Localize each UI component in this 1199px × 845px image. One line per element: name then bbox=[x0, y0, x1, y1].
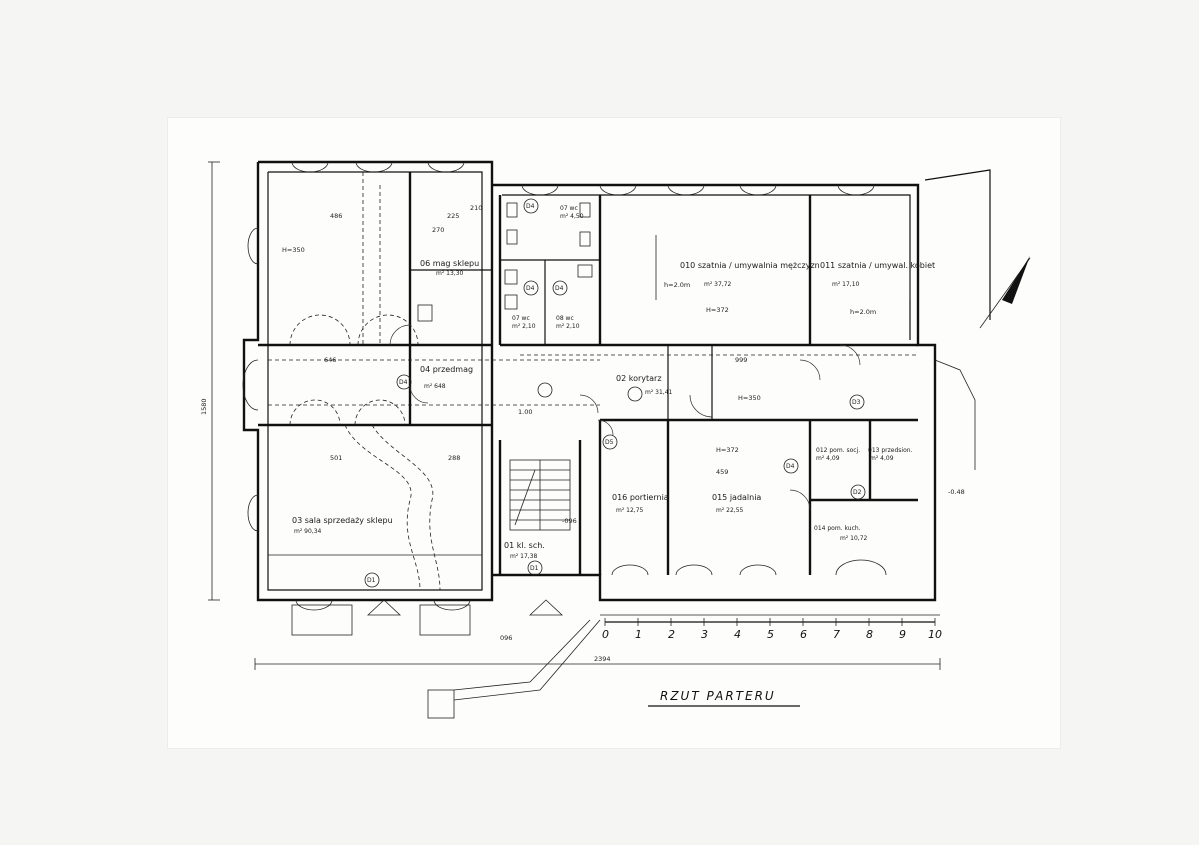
symbol-d1-a: D1 bbox=[367, 577, 376, 584]
level-048: -0.48 bbox=[948, 488, 965, 496]
windows bbox=[242, 161, 887, 611]
dim-mez-h20: h=2.0m bbox=[664, 281, 690, 289]
scale-7: 7 bbox=[833, 628, 840, 641]
room-010-area: m² 37,72 bbox=[704, 281, 732, 288]
room-03-area: m² 90,34 bbox=[294, 528, 322, 535]
dim-height: 1580 bbox=[200, 398, 208, 415]
dim-270: 270 bbox=[432, 226, 444, 234]
level-minus-096: -096 bbox=[562, 517, 577, 525]
scale-3: 3 bbox=[701, 628, 708, 641]
room-012-name: 012 pom. socj. bbox=[816, 447, 860, 454]
level-096: 096 bbox=[500, 634, 512, 642]
room-010-name: 010 szatnia / umywalnia mężczyzn bbox=[680, 261, 820, 270]
scale-5: 5 bbox=[767, 628, 774, 641]
symbol-d1-b: D1 bbox=[530, 565, 539, 572]
room-02-area: m² 31,41 bbox=[645, 389, 673, 396]
room-014-area: m² 10,72 bbox=[840, 535, 868, 542]
dim-h350-corridor: H=350 bbox=[738, 394, 761, 402]
symbol-d4-b: D4 bbox=[526, 285, 535, 292]
room-07-name: 07 wc bbox=[560, 205, 578, 212]
dim-486: 486 bbox=[330, 212, 342, 220]
dimension-lines bbox=[208, 161, 941, 670]
room-08-name: 08 wc bbox=[556, 315, 574, 322]
dim-501: 501 bbox=[330, 454, 342, 462]
symbol-d4-e: D4 bbox=[786, 463, 795, 470]
scale-1: 1 bbox=[635, 628, 642, 641]
room-015-name: 015 jadalnia bbox=[712, 493, 761, 502]
dim-459: 459 bbox=[716, 468, 728, 476]
room-016-area: m² 12,75 bbox=[616, 507, 644, 514]
room-011-name: 011 szatnia / umywal. kobiet bbox=[820, 261, 935, 270]
room-08-area: m² 2,10 bbox=[556, 323, 580, 330]
dimension-labels: 486 225 210 270 646 999 501 288 459 H=35… bbox=[200, 204, 965, 663]
dim-mez-h20-b: h=2.0m bbox=[850, 308, 876, 316]
scale-8: 8 bbox=[866, 628, 873, 641]
symbol-d4-a: D4 bbox=[526, 203, 535, 210]
scale-6: 6 bbox=[800, 628, 807, 641]
room-01-area: m² 17,38 bbox=[510, 553, 538, 560]
scale-labels: 0 1 2 3 4 5 6 7 8 9 10 bbox=[602, 628, 942, 641]
scale-4: 4 bbox=[734, 628, 741, 641]
dim-999: 999 bbox=[735, 356, 747, 364]
room-02-name: 02 korytarz bbox=[616, 374, 662, 383]
dashed-lines bbox=[268, 172, 918, 591]
symbol-d3: D3 bbox=[852, 399, 861, 406]
dim-288: 288 bbox=[448, 454, 460, 462]
dim-h372-b: H=372 bbox=[716, 446, 739, 454]
room-07-area: m² 4,50 bbox=[560, 213, 584, 220]
dim-225: 225 bbox=[447, 212, 459, 220]
room-labels: 06 mag sklepu m² 13,30 04 przedmag m² 64… bbox=[292, 205, 935, 560]
staircase bbox=[509, 459, 571, 531]
sanitary-fixtures bbox=[417, 202, 911, 322]
room-04-name: 04 przedmag bbox=[420, 365, 473, 374]
dim-h372-a: H=372 bbox=[706, 306, 729, 314]
doors bbox=[389, 324, 861, 511]
dim-210: 210 bbox=[470, 204, 482, 212]
entrances bbox=[291, 359, 976, 719]
symbol-d4-d: D4 bbox=[399, 379, 408, 386]
symbol-d4-c: D4 bbox=[555, 285, 564, 292]
room-03-name: 03 sala sprzedaży sklepu bbox=[292, 516, 393, 525]
scale-2: 2 bbox=[668, 628, 675, 641]
scale-9: 9 bbox=[899, 628, 906, 641]
door-symbols bbox=[364, 198, 866, 588]
room-06-area: m² 13,30 bbox=[436, 270, 464, 277]
room-014-name: 014 pom. kuch. bbox=[814, 525, 861, 532]
level-100: 1.00 bbox=[518, 408, 532, 416]
drawing-title: RZUT PARTERU bbox=[648, 689, 800, 707]
room-011-area: m² 17,10 bbox=[832, 281, 860, 288]
title-text: RZUT PARTERU bbox=[660, 689, 776, 703]
room-015-area: m² 22,55 bbox=[716, 507, 744, 514]
room-07b-area: m² 2,10 bbox=[512, 323, 536, 330]
room-04-area: m² 648 bbox=[424, 383, 446, 390]
room-07b-name: 07 wc bbox=[512, 315, 530, 322]
room-01-name: 01 kl. sch. bbox=[504, 541, 545, 550]
dim-h350: H=350 bbox=[282, 246, 305, 254]
symbol-d2: D2 bbox=[853, 489, 862, 496]
room-013-name: 013 przedsion. bbox=[868, 447, 913, 454]
scale-0: 0 bbox=[602, 628, 609, 641]
room-06-name: 06 mag sklepu bbox=[420, 259, 479, 268]
door-symbol-labels: D4 D4 D4 D4 D4 D5 D3 D2 D1 D1 bbox=[367, 203, 862, 584]
dim-646: 646 bbox=[324, 356, 336, 364]
scale-bar bbox=[604, 618, 936, 626]
symbol-d5: D5 bbox=[605, 439, 614, 446]
room-012-area: m² 4,09 bbox=[816, 455, 840, 462]
drawing-sheet bbox=[168, 118, 1060, 748]
interior-walls bbox=[258, 172, 918, 575]
north-arrow bbox=[979, 256, 1031, 329]
room-016-name: 016 portiernia bbox=[612, 493, 669, 502]
room-013-area: m² 4,09 bbox=[870, 455, 894, 462]
dim-total-width: 2394 bbox=[594, 655, 611, 663]
scale-10: 10 bbox=[928, 628, 942, 641]
